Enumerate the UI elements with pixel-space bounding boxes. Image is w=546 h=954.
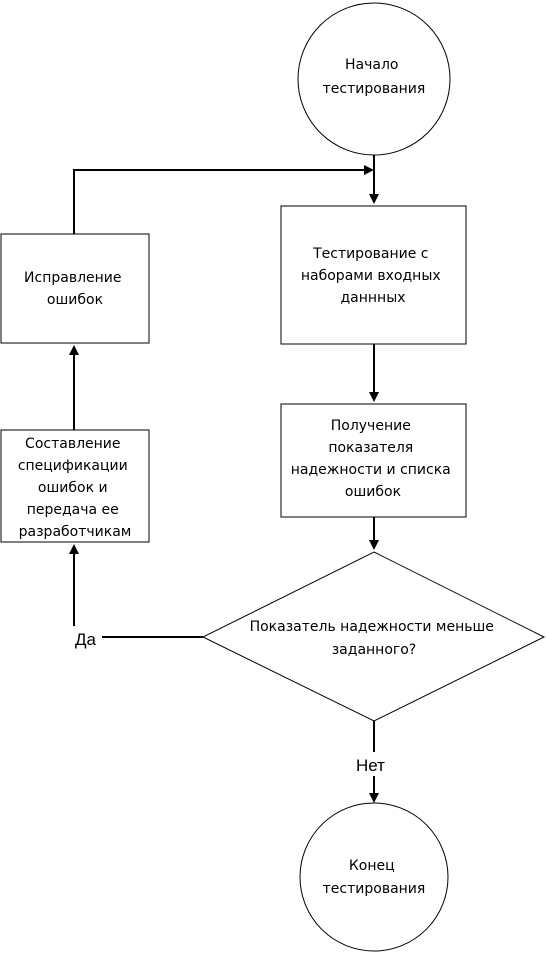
testing-process-box xyxy=(280,205,467,345)
end-circle xyxy=(299,802,449,952)
spec-process-box xyxy=(0,429,150,543)
yes-label-background xyxy=(62,626,102,650)
fix-process-box xyxy=(0,233,150,344)
no-label: Нет xyxy=(356,756,385,775)
start-label-line-2: тестирования xyxy=(323,81,426,97)
result-process-node: Получение показателя надежности и списка… xyxy=(280,403,467,518)
fix-label-line-1: Исправление xyxy=(24,270,121,286)
spec-label-line-1: Составление xyxy=(25,436,120,452)
end-label-line-2: тестирования xyxy=(323,881,426,897)
end-node: Конец тестирования xyxy=(299,802,449,952)
svg-text:Конец тестирования: Конец тестирования xyxy=(323,858,426,897)
connector-decision-to-spec xyxy=(69,544,203,638)
end-label-line-1: Конец xyxy=(349,858,395,874)
no-label-background xyxy=(352,752,396,776)
result-label-line-3: надежности и списка xyxy=(291,462,451,478)
result-label-line-4: ошибок xyxy=(345,484,401,500)
svg-text:Составление спецификации: Составление спецификации ошибок и переда… xyxy=(18,436,132,540)
svg-text:Получение показателя: Получение показателя надежности и списка… xyxy=(291,418,455,500)
svg-text:Начало тестирования: Начало тестирования xyxy=(323,57,426,97)
result-label-line-2: показателя xyxy=(328,440,413,456)
start-label-line-1: Начало xyxy=(345,57,398,73)
spec-label-line-5: разработчикам xyxy=(19,524,132,540)
spec-label-line-2: спецификации xyxy=(18,458,128,474)
yes-label: Да xyxy=(75,630,97,649)
result-process-box xyxy=(280,403,467,518)
testing-label-line-2: наборами входных xyxy=(301,268,441,284)
start-node: Начало тестирования xyxy=(297,2,451,156)
svg-text:Исправление ошибок: Исправление ошибок xyxy=(24,270,126,308)
decision-label-line-2: заданного? xyxy=(332,642,417,658)
spec-label-line-3: ошибок и xyxy=(38,480,108,496)
decision-diamond xyxy=(201,551,546,722)
decision-node: Показатель надежности меньше заданного? xyxy=(201,551,546,722)
testing-label-line-1: Тестирование с xyxy=(312,246,428,262)
connector-fix-to-testing xyxy=(73,165,374,234)
testing-label-line-3: даннных xyxy=(340,290,405,306)
spec-label-line-4: передача ее xyxy=(27,502,119,518)
spec-process-node: Составление спецификации ошибок и переда… xyxy=(0,429,150,543)
svg-text:Показатель надежности меньше: Показатель надежности меньше заданного? xyxy=(250,619,499,658)
fix-label-line-2: ошибок xyxy=(47,292,103,308)
svg-text:Тестирование с наборами: Тестирование с наборами входных даннных xyxy=(301,246,445,306)
result-label-line-1: Получение xyxy=(331,418,411,434)
decision-label-line-1: Показатель надежности меньше xyxy=(250,619,494,635)
start-circle xyxy=(297,2,451,156)
fix-process-node: Исправление ошибок xyxy=(0,233,150,344)
testing-process-node: Тестирование с наборами входных даннных xyxy=(280,205,467,345)
